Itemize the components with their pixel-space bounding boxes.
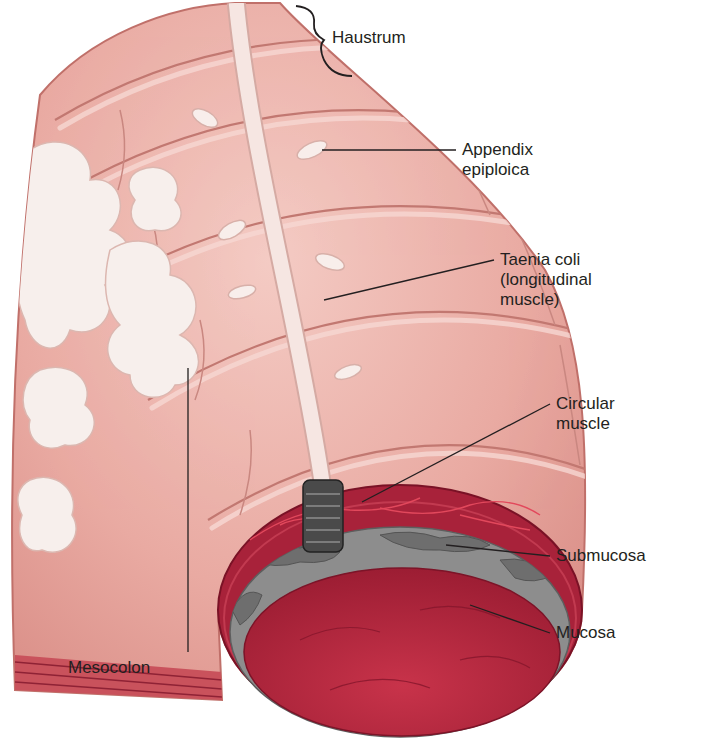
part-label: Circular muscle [556, 394, 656, 434]
part-label: Mesocolon [68, 658, 268, 678]
part-label: Taenia coli (longitudinal muscle) [500, 250, 625, 310]
leader-lines [188, 150, 550, 652]
part-label: Submucosa [556, 546, 696, 566]
part-label: Appendix epiploica [462, 140, 572, 180]
cross-section [218, 480, 582, 737]
mesocolon-fat [15, 142, 198, 552]
part-label: Mucosa [556, 623, 696, 643]
appendices-epiploicae [189, 105, 363, 382]
part-label: Haustrum [332, 28, 452, 48]
